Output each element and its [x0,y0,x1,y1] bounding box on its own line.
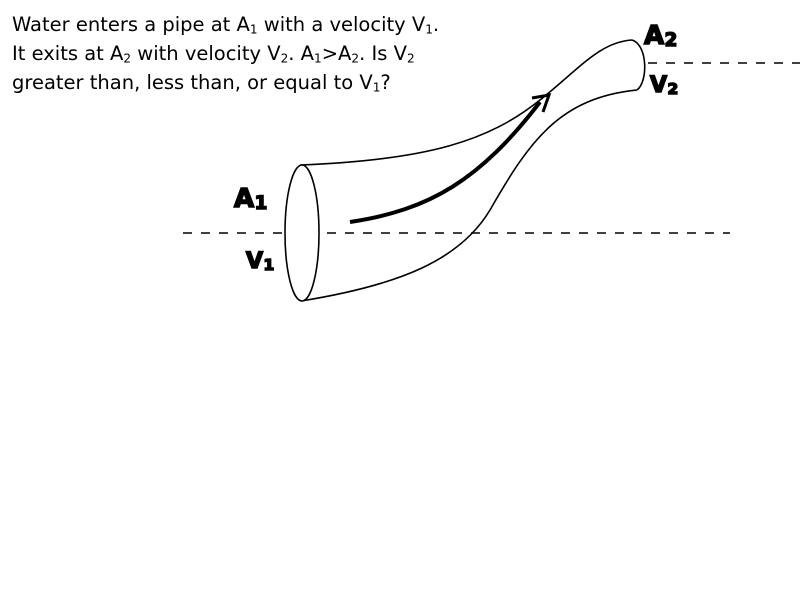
pipe-lower-wall [300,89,638,302]
pipe-upper-wall [299,39,633,166]
flow-arrow [349,100,542,224]
outlet-opening [631,39,646,91]
outlet-velocity-label: V2 [650,73,679,98]
question-line-1: Water enters a pipe at A1 with a velocit… [12,13,440,37]
inlet-velocity-label: V1 [246,249,275,274]
inlet-opening [284,164,320,302]
outlet-area-label: A2 [644,21,678,51]
question-line-2: It exits at A2 with velocity V2. A1>A2. … [12,42,415,66]
flow-arrowhead [531,93,552,113]
inlet-area-label: A1 [234,184,268,214]
question-line-3: greater than, less than, or equal to V1? [12,71,391,95]
question-text: Water enters a pipe at A1 with a velocit… [12,10,482,97]
